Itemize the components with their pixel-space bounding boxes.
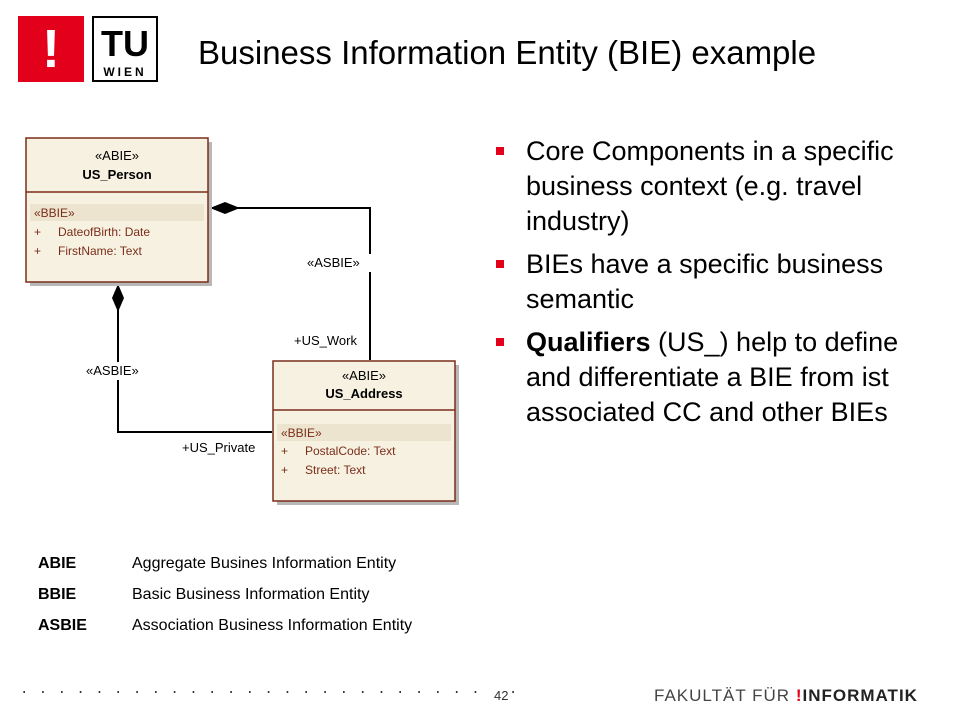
abbreviation-table: ABIE Aggregate Busines Information Entit… <box>38 548 412 641</box>
tu-wien-logo-tu: TU <box>101 23 149 64</box>
class-us-address: «ABIE» US_Address «BBIE» + PostalCode: T… <box>272 360 459 505</box>
bullet-item: Qualifiers (US_) help to define and diff… <box>492 325 932 430</box>
address-attr-1: PostalCode: Text <box>305 444 396 458</box>
person-attr-vis-1: + <box>34 225 41 239</box>
class-us-person: «ABIE» US_Person «BBIE» + DateofBirth: D… <box>25 137 212 286</box>
address-attr-vis-1: + <box>281 444 288 458</box>
address-name: US_Address <box>325 386 402 401</box>
abbreviation-value: Aggregate Busines Information Entity <box>132 554 397 572</box>
assoc-work-stereotype: «ASBIE» <box>307 255 360 270</box>
assoc-work-line <box>210 207 371 360</box>
exclamation-logo: ! <box>18 16 84 82</box>
address-bbie: «BBIE» <box>281 426 322 440</box>
aggregation-diamond-work <box>210 202 240 214</box>
address-attr-2: Street: Text <box>305 463 366 477</box>
address-attr-vis-2: + <box>281 463 288 477</box>
address-stereotype: «ABIE» <box>342 368 386 383</box>
bullet-square-icon <box>496 260 504 268</box>
tu-wien-logo-wien: WIEN <box>103 65 146 79</box>
abbreviation-key: ASBIE <box>38 616 87 634</box>
bullet-square-icon <box>496 147 504 155</box>
bullet-item: BIEs have a specific business semantic <box>492 247 932 317</box>
abbreviation-row: BBIE Basic Business Information Entity <box>38 579 412 610</box>
footer-dotted-rule: . . . . . . . . . . . . . . . . . . . . … <box>20 682 520 698</box>
abbreviation-value: Association Business Information Entity <box>132 616 413 634</box>
person-name: US_Person <box>82 167 151 182</box>
page-title: Business Information Entity (BIE) exampl… <box>198 34 817 71</box>
abbreviation-key: ABIE <box>38 554 77 572</box>
assoc-private-line <box>117 285 272 433</box>
abbreviation-row: ASBIE Association Business Information E… <box>38 610 412 641</box>
faculty-label: FAKULTÄT FÜR !INFORMATIK <box>654 686 918 706</box>
abbreviation-value: Basic Business Information Entity <box>132 585 370 603</box>
faculty-word: FAKULTÄT <box>654 686 747 705</box>
tu-wien-logo: TU WIEN <box>92 16 158 82</box>
person-attr-1: DateofBirth: Date <box>58 225 150 239</box>
bullet-list: Core Components in a specific business c… <box>492 134 932 438</box>
assoc-private-stereotype: «ASBIE» <box>86 363 139 378</box>
abbreviation-key: BBIE <box>38 585 77 603</box>
assoc-private-role: +US_Private <box>182 440 255 455</box>
informatik-excl: ! <box>795 686 803 705</box>
bullet-square-icon <box>496 338 504 346</box>
person-attr-2: FirstName: Text <box>58 244 142 258</box>
bullet-item: Core Components in a specific business c… <box>492 134 932 239</box>
informatik-word: INFORMATIK <box>802 686 918 705</box>
person-attr-vis-2: + <box>34 244 41 258</box>
abbreviation-row: ABIE Aggregate Busines Information Entit… <box>38 548 412 579</box>
uml-diagram: «ABIE» US_Person «BBIE» + DateofBirth: D… <box>25 137 459 505</box>
person-bbie: «BBIE» <box>34 206 75 220</box>
fuer-word: FÜR <box>752 686 791 705</box>
person-stereotype: «ABIE» <box>95 148 139 163</box>
assoc-work-role: +US_Work <box>294 333 357 348</box>
page-number: 42 <box>492 688 511 703</box>
aggregation-diamond-private <box>112 284 124 312</box>
